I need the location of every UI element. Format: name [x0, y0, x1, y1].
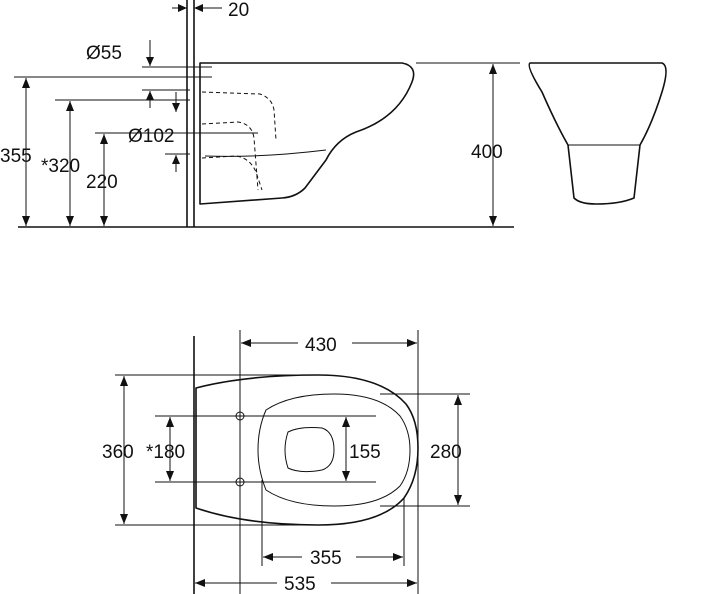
wall-offset-dimension: [172, 4, 222, 12]
bowl-plan-outline: [195, 374, 419, 526]
waste-channel-hidden-lines: [201, 91, 327, 191]
large-pipe-diameter-label: Ø102: [128, 126, 174, 147]
side-view: 20 Ø55 355 *320 220: [0, 0, 667, 228]
fixing-height-label: *320: [41, 156, 80, 177]
fixing-spacing-dimension: [166, 417, 174, 481]
total-length-label: 535: [284, 574, 316, 594]
outlet-height-dimension: [100, 134, 108, 226]
bowl-height-dimension: [489, 64, 497, 226]
plan-view: 430 360 *180 155 280: [102, 330, 470, 594]
seat-opening-dimension: [342, 417, 350, 481]
bowl-height-label: 400: [471, 142, 503, 163]
seat-opening: [284, 427, 335, 473]
bowl-inner-rim: [257, 393, 411, 507]
side-reference-lines: [14, 62, 520, 155]
wall-offset-label: 20: [228, 0, 249, 21]
bowl-side-profile: [199, 62, 415, 205]
small-pipe-dimension: [146, 40, 154, 108]
depth-label: 430: [305, 335, 337, 356]
outlet-height-label: 220: [86, 172, 118, 193]
depth-dimension: [241, 339, 417, 347]
width-label: 360: [102, 442, 134, 463]
plan-reference-lines: [115, 330, 470, 594]
bowl-depth-dimension: [263, 553, 403, 561]
fixing-height-dimension: [66, 101, 74, 226]
large-pipe-dimension: [172, 92, 180, 172]
bowl-depth-label: 355: [310, 548, 342, 569]
small-pipe-diameter-label: Ø55: [86, 43, 122, 64]
bowl-width-label: 280: [430, 442, 462, 463]
total-height-dimension: [22, 78, 30, 226]
seat-opening-label: 155: [349, 442, 381, 463]
bowl-width-dimension: [454, 395, 462, 505]
fixing-spacing-label: *180: [146, 442, 185, 463]
width-dimension: [120, 376, 128, 524]
wall: [186, 0, 195, 227]
total-height-label: 355: [0, 146, 32, 167]
total-length-dimension: [195, 579, 417, 587]
bowl-front-view: [528, 62, 667, 205]
